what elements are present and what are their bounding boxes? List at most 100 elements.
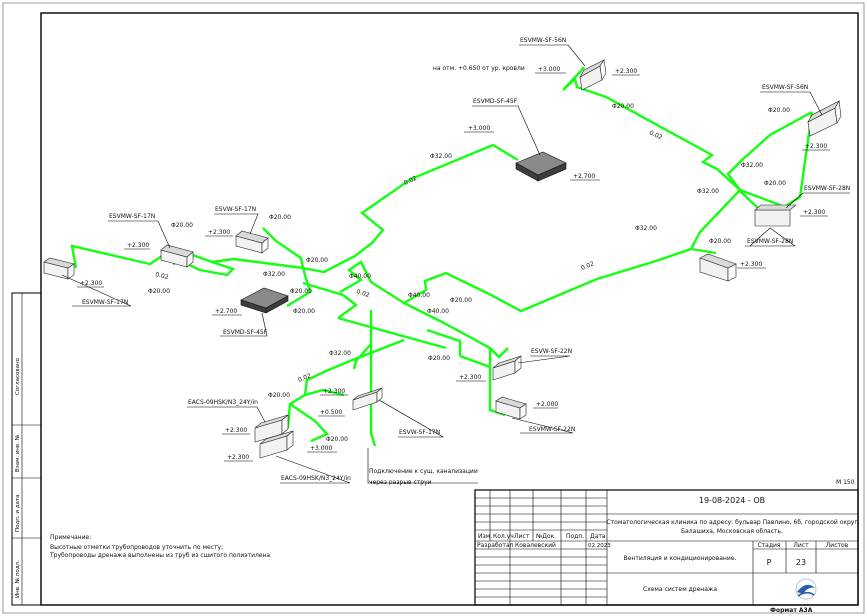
label-u5: ESVMW-SF-28N bbox=[747, 238, 793, 245]
section-name: Вентиляция и кондиционирование. bbox=[624, 555, 737, 562]
stamp-podp-data: Подп. и дата bbox=[15, 495, 21, 532]
dia-5: Φ20.00 bbox=[764, 180, 786, 187]
format-label: Формат А3А bbox=[770, 607, 813, 614]
dia-10: Φ20.00 bbox=[171, 222, 193, 229]
elev2-u3: +2.700 bbox=[573, 173, 595, 180]
stamp-vzam-inv: Взам. инв. № bbox=[15, 434, 21, 472]
dia-3: Φ32.00 bbox=[430, 153, 452, 160]
elev-u4: +2.300 bbox=[803, 209, 825, 216]
label-u11: ESVMW-SF-22N bbox=[529, 426, 575, 433]
object-line-2: Балашиха, Московская область. bbox=[681, 528, 783, 535]
dia-23: Φ20.00 bbox=[326, 436, 348, 443]
unit-u9-cassette bbox=[240, 287, 289, 314]
unit-u10 bbox=[492, 355, 522, 381]
leader-lines bbox=[61, 44, 850, 484]
scale-label: М 150 bbox=[836, 479, 855, 486]
dia-20: Φ32.00 bbox=[329, 350, 351, 357]
dia-9: Φ20.00 bbox=[269, 214, 291, 221]
label-u4: ESVMW-SF-28N bbox=[804, 185, 850, 192]
elev-300: +3.000 bbox=[310, 445, 332, 452]
stamp-inv-podl: Инв. № подл. bbox=[15, 560, 21, 598]
slope-1: 0.02 bbox=[648, 129, 663, 141]
elev-u10: +2.300 bbox=[459, 374, 481, 381]
elev-u12: +2.300 bbox=[323, 388, 345, 395]
elev-u13: +2.300 bbox=[225, 427, 247, 434]
unit-u6 bbox=[43, 257, 75, 280]
elev-u7: +2.300 bbox=[208, 229, 230, 236]
elev-u2: +2.300 bbox=[805, 143, 827, 150]
col-list: Лист bbox=[514, 533, 530, 540]
dia-11: Φ20.00 bbox=[306, 257, 328, 264]
dia-4: Φ32.00 bbox=[741, 162, 763, 169]
unit-u2 bbox=[807, 100, 842, 137]
role: Разработал bbox=[477, 542, 514, 549]
notes-heading: Примечание: bbox=[50, 534, 91, 541]
drainage-pipes bbox=[70, 66, 814, 447]
doc-code: 19-08-2024 - ОВ bbox=[699, 496, 765, 505]
label-u10: ESVW-SF-22N bbox=[531, 348, 572, 355]
dia-2: Φ20.00 bbox=[768, 107, 790, 114]
slope-6: 0.02 bbox=[297, 372, 312, 384]
unit-u12 bbox=[352, 387, 383, 411]
object-line-1: Стоматологическая клиника по адресу: бул… bbox=[606, 519, 857, 526]
elev-u8: +2.300 bbox=[127, 242, 149, 249]
dia-16: Φ40.00 bbox=[349, 273, 371, 280]
elev-u1: +3.000 bbox=[538, 66, 560, 73]
col-izm: Изм. bbox=[478, 533, 492, 540]
elev-u3: +3.000 bbox=[468, 125, 490, 132]
elev-u5: +2.300 bbox=[740, 261, 762, 268]
label-u12: ESVW-SF-17N bbox=[399, 429, 440, 436]
unit-u7 bbox=[235, 230, 269, 254]
dia-13: Φ20.00 bbox=[148, 288, 170, 295]
dia-17: Φ40.00 bbox=[408, 292, 430, 299]
elev2-u1: +2.300 bbox=[615, 68, 637, 75]
label-u8: ESVMW-SF-17N bbox=[109, 213, 155, 220]
label-u6: ESVMW-SF-17N bbox=[82, 299, 128, 306]
person: Ковалевский bbox=[515, 542, 556, 549]
sheet-no: 23 bbox=[796, 558, 806, 567]
dia-7: Φ32.00 bbox=[635, 225, 657, 232]
stamp-soglasovano: Согласовано bbox=[15, 357, 21, 395]
dia-15: Φ20.00 bbox=[293, 308, 315, 315]
stage-value: Р bbox=[767, 558, 772, 567]
notes-line-2: Трубопроводы дренажа выполнены из труб и… bbox=[49, 552, 270, 559]
unit-u5 bbox=[699, 253, 737, 282]
dia-12: Φ32.00 bbox=[263, 271, 285, 278]
label-u1: ESVMW-SF-56N bbox=[520, 37, 566, 44]
date: 02.2023 bbox=[588, 543, 611, 549]
dia-18: Φ20.00 bbox=[450, 297, 472, 304]
title-block: Изм. Кол.уч Лист №Док. Подп. Дата Разраб… bbox=[474, 489, 859, 614]
label-u3: ESVMD-SF-45F bbox=[473, 98, 518, 105]
slope-5: 0.02 bbox=[355, 288, 370, 299]
sheets-header: Листов bbox=[826, 542, 849, 549]
dia-14: Φ20.00 bbox=[290, 288, 312, 295]
elevation-marks bbox=[77, 72, 830, 462]
dia-19: Φ40.00 bbox=[427, 308, 449, 315]
label-u2: ESVMW-SF-56N bbox=[762, 84, 808, 91]
unit-u4 bbox=[754, 204, 797, 227]
unit-u11 bbox=[495, 396, 527, 420]
connection-note-1: Подключение к сущ. канализации bbox=[369, 468, 478, 475]
dia-1: Φ20.00 bbox=[612, 103, 634, 110]
elev-050: +0.500 bbox=[320, 409, 342, 416]
col-kol: Кол.уч bbox=[493, 533, 514, 540]
sheet-title: Схема систем дренажа bbox=[643, 586, 717, 593]
col-data: Дата bbox=[590, 533, 606, 540]
company-logo bbox=[795, 578, 817, 600]
side-stamp: Инв. № подл. Подп. и дата Взам. инв. № С… bbox=[11, 292, 42, 606]
dia-8: Φ20.00 bbox=[709, 238, 731, 245]
elev-u14: +2.300 bbox=[227, 454, 249, 461]
slope-4: 0.02 bbox=[155, 271, 170, 281]
elev-u9: +2.700 bbox=[215, 308, 237, 315]
unit-u8 bbox=[160, 244, 194, 268]
dia-21: Φ20.00 bbox=[428, 355, 450, 362]
sheet-header: Лист bbox=[793, 542, 809, 549]
dia-6: Φ32.00 bbox=[697, 188, 719, 195]
label-u14: EACS-09HSK/N3_24Y/in bbox=[281, 475, 351, 482]
label-u13: EACS-09HSK/N3_24Y/in bbox=[188, 399, 258, 406]
elev-u6: +2.300 bbox=[80, 280, 102, 287]
label-u7: ESVW-SF-17N bbox=[215, 206, 256, 213]
col-podp: Подп. bbox=[566, 533, 584, 540]
